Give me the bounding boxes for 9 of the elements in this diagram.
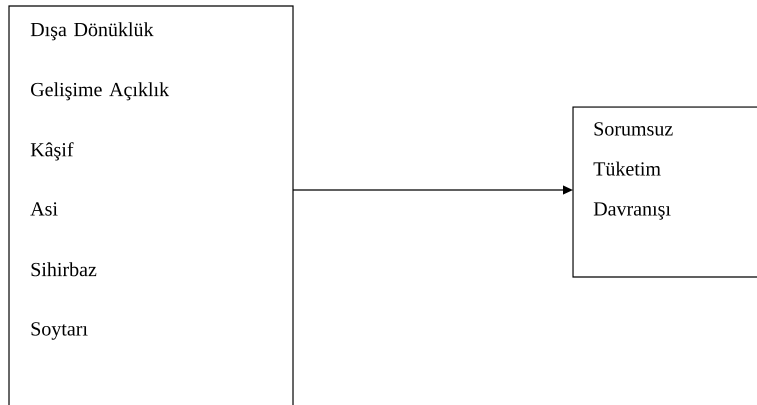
label-text: Kâşif [30, 142, 74, 161]
text-box [572, 106, 757, 278]
label-text: Sorumsuz Tüketim Davranışı [594, 122, 673, 220]
label-text: Dışa Dönüklük [30, 22, 154, 40]
text-box [8, 5, 294, 405]
label-text: Soytarı [32, 322, 88, 340]
label-text: Asi [30, 202, 58, 216]
label-text: Sihirbaz [32, 262, 96, 276]
label-text: Gelişime Açıklık [31, 82, 170, 100]
